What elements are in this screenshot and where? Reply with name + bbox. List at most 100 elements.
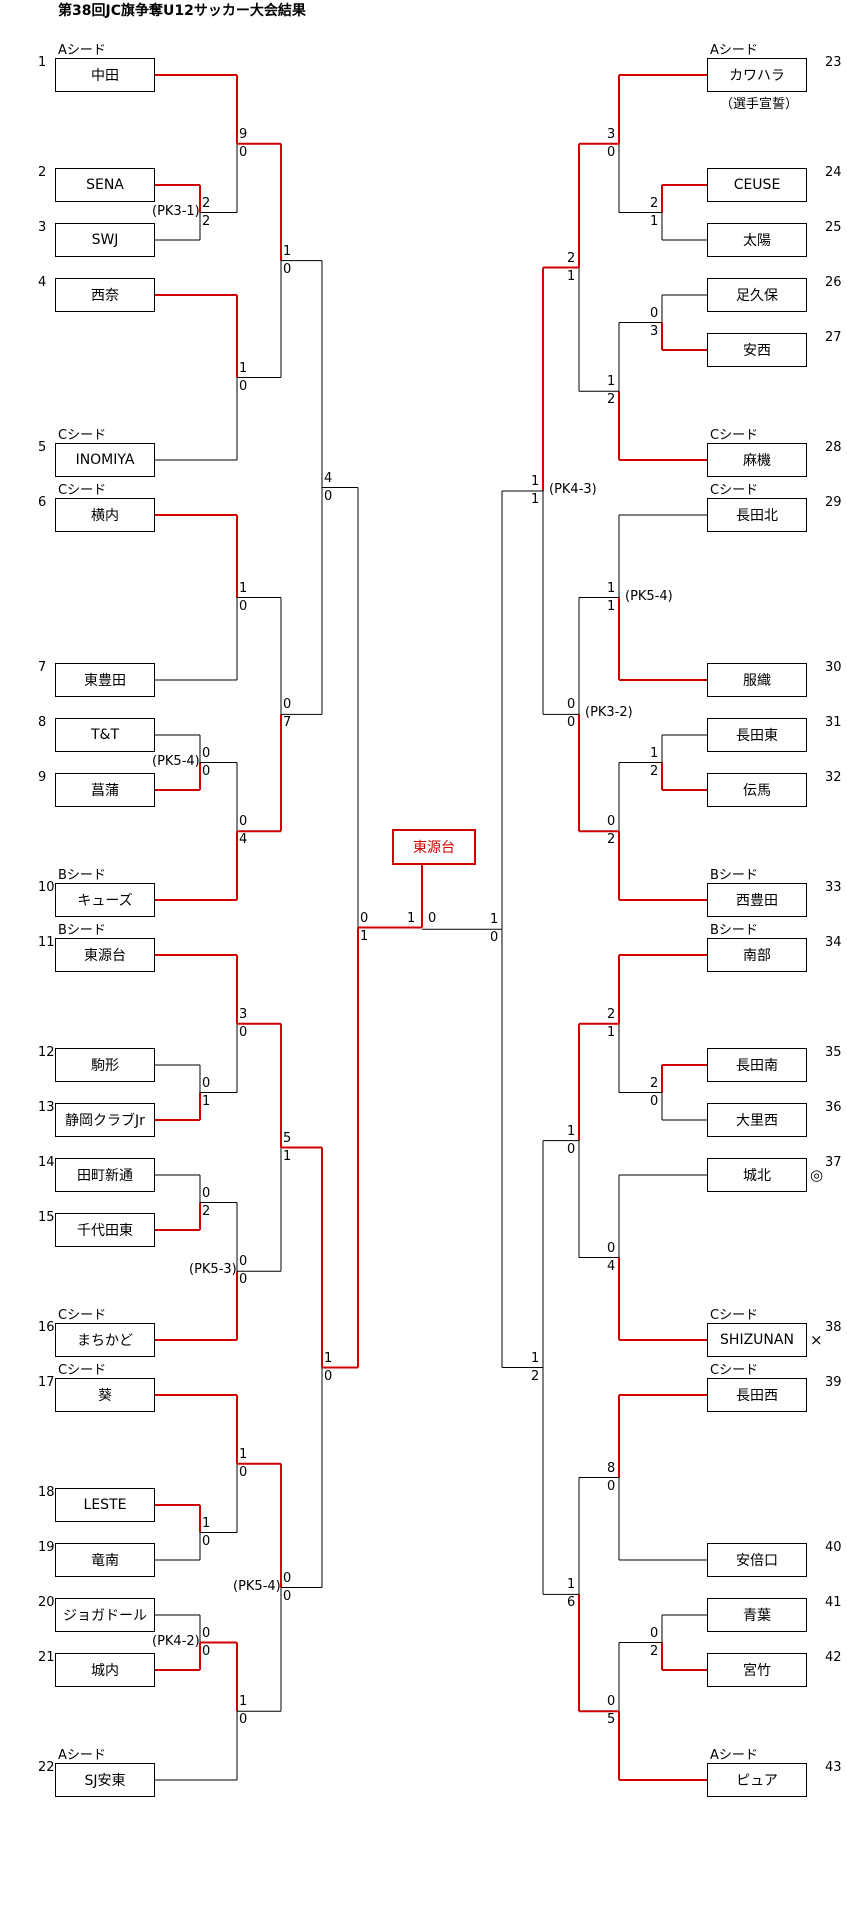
team-box: 横内 bbox=[55, 498, 155, 532]
seed-label: Cシード bbox=[710, 1308, 759, 1323]
score-label: 0 bbox=[607, 144, 616, 160]
score-label: 2 bbox=[531, 1368, 540, 1384]
team-number: 29 bbox=[825, 495, 842, 510]
score-label: 0 bbox=[239, 1464, 248, 1480]
seed-label: Bシード bbox=[710, 868, 758, 883]
team-box: 安西 bbox=[707, 333, 807, 367]
score-label: 0 bbox=[239, 814, 248, 830]
team-number: 12 bbox=[38, 1045, 55, 1060]
seed-label: Aシード bbox=[58, 43, 106, 58]
seed-label: Bシード bbox=[58, 868, 106, 883]
score-label: 1 bbox=[650, 213, 659, 229]
team-number: 42 bbox=[825, 1650, 842, 1665]
pk-label: (PK5-4) bbox=[625, 588, 673, 604]
seed-label: Aシード bbox=[710, 1748, 758, 1763]
team-box: LESTE bbox=[55, 1488, 155, 1522]
team-number: 20 bbox=[38, 1595, 55, 1610]
score-label: 0 bbox=[283, 697, 292, 713]
score-label: 0 bbox=[650, 1093, 659, 1109]
team-box: 西奈 bbox=[55, 278, 155, 312]
team-number: 41 bbox=[825, 1595, 842, 1610]
team-number: 3 bbox=[38, 220, 47, 235]
team-box: 中田 bbox=[55, 58, 155, 92]
team-number: 8 bbox=[38, 715, 47, 730]
score-label: 9 bbox=[239, 126, 248, 142]
seed-label: Cシード bbox=[58, 1308, 107, 1323]
team-number: 33 bbox=[825, 880, 842, 895]
team-number: 16 bbox=[38, 1320, 55, 1335]
score-label: 1 bbox=[531, 473, 540, 489]
team-box: SJ安東 bbox=[55, 1763, 155, 1797]
team-box: 西豊田 bbox=[707, 883, 807, 917]
team-box: 竜南 bbox=[55, 1543, 155, 1577]
score-label: 0 bbox=[283, 1570, 292, 1586]
team-number: 10 bbox=[38, 880, 55, 895]
score-label: 0 bbox=[324, 1368, 333, 1384]
score-label: 0 bbox=[283, 261, 292, 277]
team-box: 城内 bbox=[55, 1653, 155, 1687]
seed-label: Aシード bbox=[710, 43, 758, 58]
team-number: 22 bbox=[38, 1760, 55, 1775]
score-label: 0 bbox=[239, 1272, 248, 1288]
score-label: 1 bbox=[490, 912, 499, 928]
team-number: 34 bbox=[825, 935, 842, 950]
team-box: SENA bbox=[55, 168, 155, 202]
team-number: 24 bbox=[825, 165, 842, 180]
team-number: 6 bbox=[38, 495, 47, 510]
team-box: ピュア bbox=[707, 1763, 807, 1797]
team-number: 18 bbox=[38, 1485, 55, 1500]
team-number: 31 bbox=[825, 715, 842, 730]
team-number: 13 bbox=[38, 1100, 55, 1115]
team-box: 城北 bbox=[707, 1158, 807, 1192]
oath-note: （選手宣誓） bbox=[720, 97, 799, 112]
score-label: 2 bbox=[607, 392, 616, 408]
score-label: 8 bbox=[607, 1460, 616, 1476]
team-number: 4 bbox=[38, 275, 47, 290]
score-label: 2 bbox=[567, 250, 576, 266]
team-box: 東源台 bbox=[55, 938, 155, 972]
team-number: 36 bbox=[825, 1100, 842, 1115]
score-label: 0 bbox=[239, 1024, 248, 1040]
team-number: 7 bbox=[38, 660, 47, 675]
team-box: 長田西 bbox=[707, 1378, 807, 1412]
score-label: 2 bbox=[607, 832, 616, 848]
score-label: 0 bbox=[650, 305, 659, 321]
score-label: 1 bbox=[202, 1515, 211, 1531]
team-number: 40 bbox=[825, 1540, 842, 1555]
team-box: キューズ bbox=[55, 883, 155, 917]
team-number: 15 bbox=[38, 1210, 55, 1225]
team-box: 南部 bbox=[707, 938, 807, 972]
score-label: 6 bbox=[567, 1595, 576, 1611]
pk-label: (PK3-1) bbox=[152, 203, 200, 219]
score-label: 0 bbox=[202, 1185, 211, 1201]
team-number: 14 bbox=[38, 1155, 55, 1170]
team-number: 27 bbox=[825, 330, 842, 345]
score-label: 3 bbox=[239, 1006, 248, 1022]
score-label: 0 bbox=[607, 1240, 616, 1256]
team-box: 太陽 bbox=[707, 223, 807, 257]
score-label: 2 bbox=[202, 195, 211, 211]
team-number: 30 bbox=[825, 660, 842, 675]
score-label: 0 bbox=[239, 1254, 248, 1270]
team-box: 安倍口 bbox=[707, 1543, 807, 1577]
seed-label: Bシード bbox=[58, 923, 106, 938]
seed-label: Cシード bbox=[58, 483, 107, 498]
score-label: 0 bbox=[490, 930, 499, 946]
seed-label: Bシード bbox=[710, 923, 758, 938]
score-label: 1 bbox=[607, 598, 616, 614]
pk-label: (PK5-4) bbox=[233, 1578, 281, 1594]
team-box: 千代田東 bbox=[55, 1213, 155, 1247]
score-label: 1 bbox=[607, 374, 616, 390]
score-label: 1 bbox=[360, 928, 369, 944]
score-label: 1 bbox=[567, 1577, 576, 1593]
score-label: 0 bbox=[202, 745, 211, 761]
score-label: 1 bbox=[567, 268, 576, 284]
team-box: 田町新通 bbox=[55, 1158, 155, 1192]
score-label: 1 bbox=[283, 1148, 292, 1164]
team-number: 38 bbox=[825, 1320, 842, 1335]
team-box: 静岡クラブJr bbox=[55, 1103, 155, 1137]
score-label: 2 bbox=[650, 763, 659, 779]
score-label: 0 bbox=[202, 763, 211, 779]
score-label: 0 bbox=[202, 1533, 211, 1549]
